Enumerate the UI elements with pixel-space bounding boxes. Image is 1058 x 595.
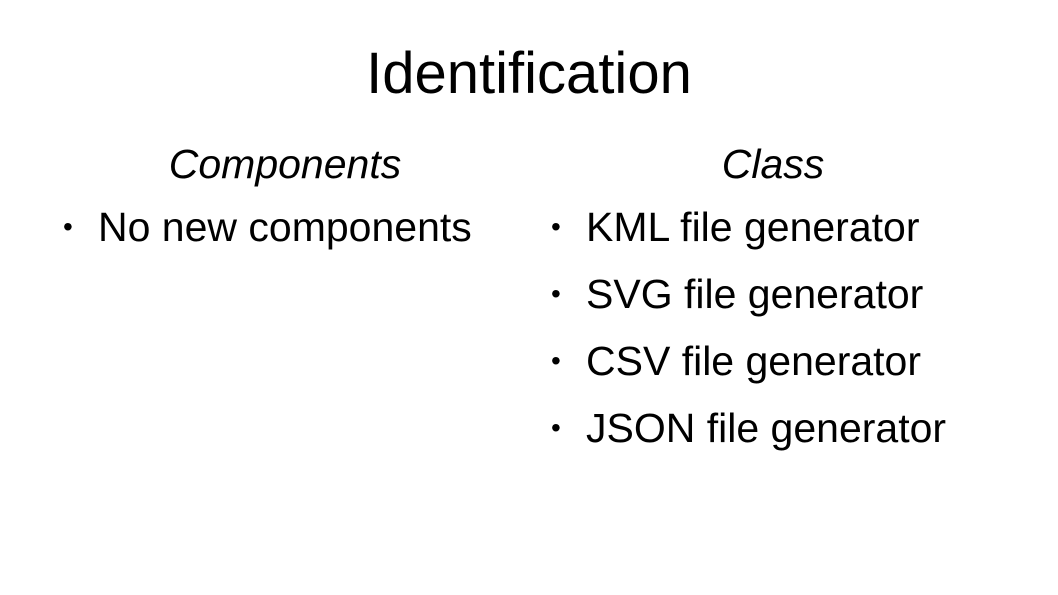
bullet-icon: • (551, 345, 561, 376)
right-column-heading: Class (721, 141, 825, 187)
bullet-icon: • (551, 412, 561, 443)
list-item: • JSON file generator (548, 405, 1008, 451)
list-item: • SVG file generator (548, 271, 1008, 317)
list-item-text: No new components (98, 204, 472, 250)
slide-title: Identification (366, 41, 692, 106)
list-item-text: SVG file generator (586, 271, 924, 317)
bullet-icon: • (63, 211, 73, 242)
list-item-text: CSV file generator (586, 338, 922, 384)
list-item: • No new components (60, 204, 510, 250)
right-bullet-list: • KML file generator • SVG file generato… (548, 204, 1008, 451)
list-item: • CSV file generator (548, 338, 1008, 384)
list-item-text: JSON file generator (586, 405, 947, 451)
bullet-icon: • (551, 211, 561, 242)
list-item: • KML file generator (548, 204, 1008, 250)
left-column-heading: Components (168, 141, 402, 187)
right-column: Class • KML file generator • SVG file ge… (548, 136, 1008, 472)
left-column: Components • No new components (60, 136, 510, 271)
bullet-icon: • (551, 278, 561, 309)
list-item-text: KML file generator (586, 204, 920, 250)
left-bullet-list: • No new components (60, 204, 510, 250)
